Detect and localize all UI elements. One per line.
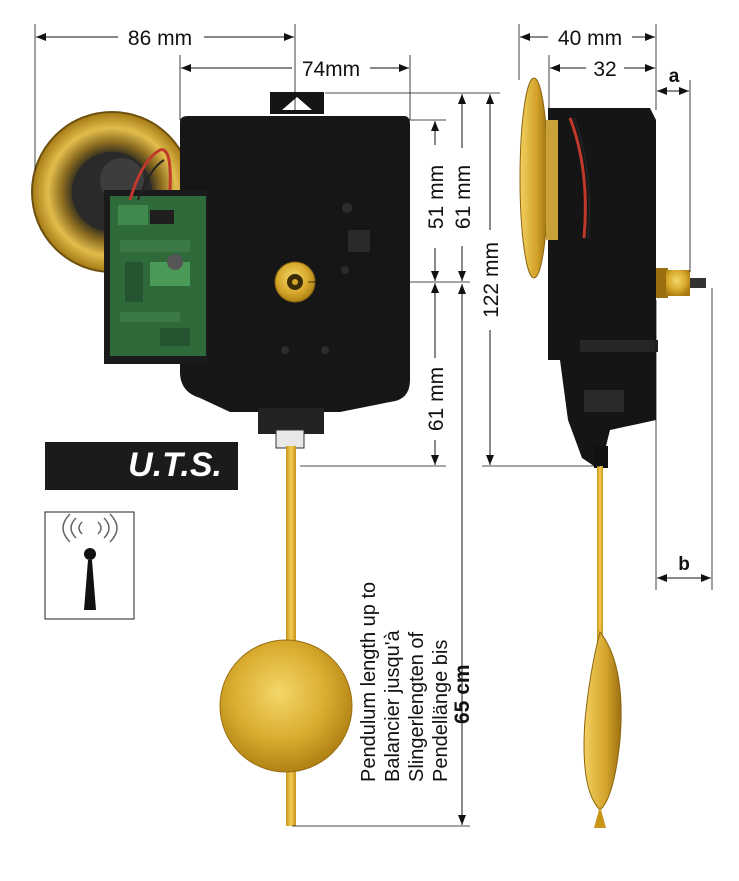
label-51mm: 51 mm	[425, 165, 448, 229]
side-pendulum	[583, 466, 622, 828]
dimension-74mm: 74mm	[179, 55, 411, 120]
pendulum-text-line1: Pendulum length up to	[358, 582, 380, 782]
label-32: 32	[593, 58, 616, 81]
pendulum-text-line4: Pendellänge bis	[430, 640, 452, 782]
front-pendulum	[219, 446, 353, 826]
dimension-86mm: 86 mm	[34, 24, 296, 170]
uts-logo-text: U.T.S.	[128, 446, 222, 484]
radio-signal-icon	[44, 511, 135, 620]
center-shaft	[274, 261, 316, 303]
dimension-61mm-lower: 61 mm	[425, 283, 448, 465]
dimension-32: 32	[548, 55, 655, 112]
label-b: b	[678, 554, 690, 575]
pendulum-length-note: Pendulum length up to Balancier jusqu'à …	[358, 582, 474, 782]
pendulum-text-line2: Balancier jusqu'à	[382, 629, 404, 782]
dimension-122mm: 122 mm	[480, 94, 503, 465]
label-86mm: 86 mm	[128, 27, 192, 50]
circuit-board-icon	[104, 148, 208, 364]
label-a: a	[669, 66, 680, 87]
dimension-a: a	[657, 66, 691, 272]
dimension-b: b	[655, 288, 713, 590]
side-view-movement	[519, 77, 706, 470]
label-122mm: 122 mm	[480, 242, 503, 318]
dimension-51mm: 51 mm	[425, 121, 448, 281]
label-61mm-lower: 61 mm	[425, 367, 448, 431]
dimension-40mm: 40 mm	[518, 24, 657, 110]
label-74mm: 74mm	[302, 58, 360, 81]
pendulum-text-line3: Slingerlengten of	[406, 631, 428, 782]
label-40mm: 40 mm	[558, 27, 622, 50]
dimension-61mm-upper: 61 mm	[452, 94, 475, 281]
dimension-pendulum-length	[458, 284, 466, 825]
pendulum-text-length: 65 cm	[451, 664, 474, 724]
uts-logo: U.T.S.	[45, 442, 238, 490]
label-61mm-upper: 61 mm	[452, 165, 475, 229]
